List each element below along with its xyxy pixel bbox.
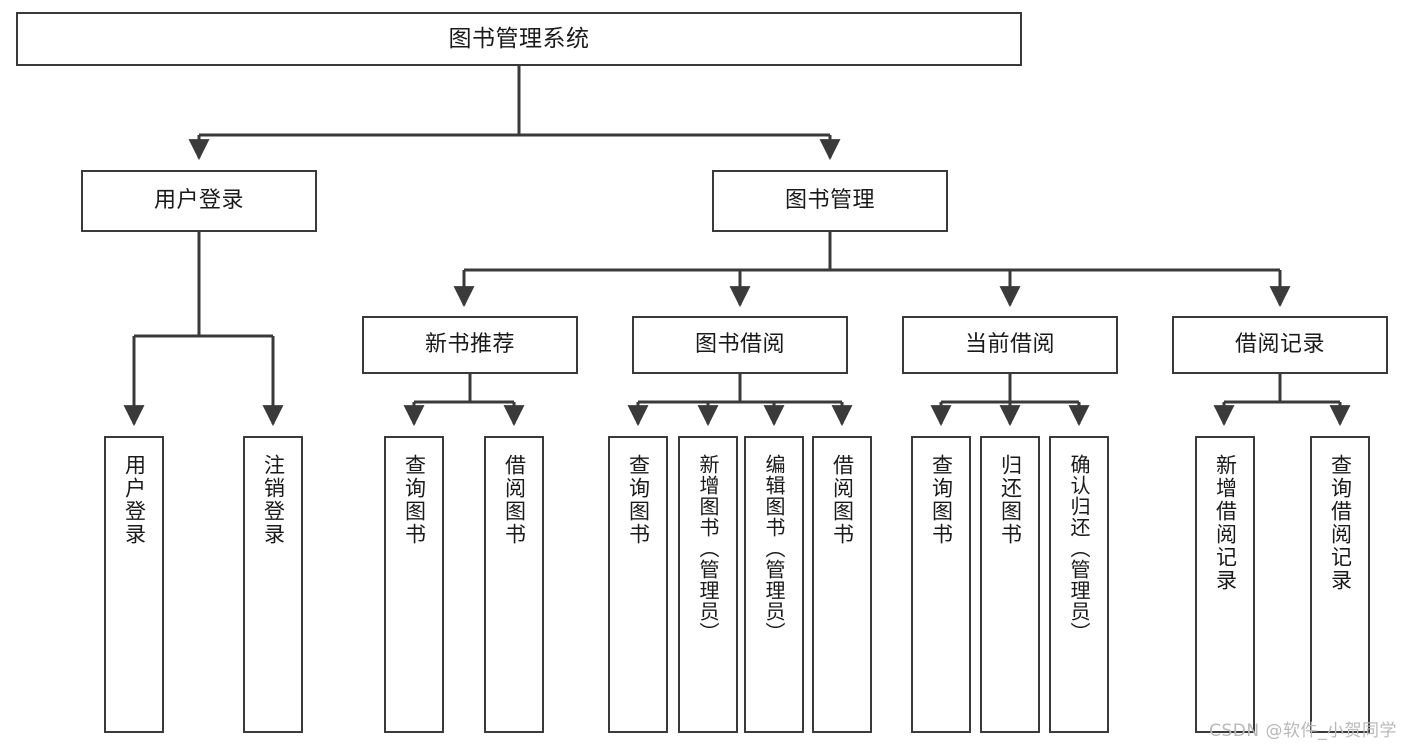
node-leaf-edit-book-admin[interactable]: 编辑图书（管理员）	[744, 436, 804, 733]
node-leaf-query-book-current-label: 查询图书	[929, 454, 954, 546]
node-leaf-user-login-label: 用户登录	[122, 454, 147, 546]
node-current-borrow-label: 当前借阅	[964, 332, 1055, 358]
node-leaf-return-book-label: 归还图书	[998, 454, 1023, 546]
node-leaf-query-book-borrow-label: 查询图书	[626, 454, 651, 546]
node-leaf-query-book-new-label: 查询图书	[402, 454, 427, 546]
node-leaf-add-book-admin-label: 新增图书（管理员）	[696, 454, 720, 643]
node-leaf-borrow-book[interactable]: 借阅图书	[812, 436, 872, 733]
node-book-borrow-label: 图书借阅	[694, 332, 785, 358]
node-leaf-borrow-book-new-label: 借阅图书	[502, 454, 527, 546]
node-book-management[interactable]: 图书管理	[712, 170, 948, 232]
node-leaf-query-book-borrow[interactable]: 查询图书	[608, 436, 668, 733]
node-borrow-records[interactable]: 借阅记录	[1172, 316, 1388, 374]
node-leaf-query-book-new[interactable]: 查询图书	[384, 436, 444, 733]
csdn-watermark: CSDN @软件_小贺同学	[1209, 721, 1397, 741]
node-borrow-records-label: 借阅记录	[1234, 332, 1325, 358]
node-leaf-logout[interactable]: 注销登录	[243, 436, 303, 733]
node-leaf-borrow-book-label: 借阅图书	[830, 454, 855, 546]
node-root[interactable]: 图书管理系统	[16, 12, 1022, 66]
node-leaf-logout-label: 注销登录	[261, 454, 286, 546]
node-user-login-label: 用户登录	[153, 188, 244, 214]
node-current-borrow[interactable]: 当前借阅	[902, 316, 1118, 374]
node-leaf-edit-book-admin-label: 编辑图书（管理员）	[762, 454, 786, 643]
node-leaf-confirm-return-admin-label: 确认归还（管理员）	[1067, 454, 1091, 643]
node-leaf-user-login[interactable]: 用户登录	[104, 436, 164, 733]
node-root-label: 图书管理系统	[448, 25, 590, 52]
node-book-management-label: 图书管理	[784, 188, 875, 214]
node-leaf-return-book[interactable]: 归还图书	[980, 436, 1040, 733]
node-new-book-recommend[interactable]: 新书推荐	[362, 316, 578, 374]
node-leaf-borrow-book-new[interactable]: 借阅图书	[484, 436, 544, 733]
node-leaf-confirm-return-admin[interactable]: 确认归还（管理员）	[1049, 436, 1109, 733]
node-leaf-query-borrow-record-label: 查询借阅记录	[1328, 454, 1353, 592]
node-leaf-add-borrow-record-label: 新增借阅记录	[1213, 454, 1238, 592]
node-leaf-add-borrow-record[interactable]: 新增借阅记录	[1195, 436, 1255, 733]
node-leaf-query-book-current[interactable]: 查询图书	[911, 436, 971, 733]
node-new-book-recommend-label: 新书推荐	[424, 332, 515, 358]
node-leaf-query-borrow-record[interactable]: 查询借阅记录	[1310, 436, 1370, 733]
node-book-borrow[interactable]: 图书借阅	[632, 316, 848, 374]
node-user-login[interactable]: 用户登录	[81, 170, 317, 232]
node-leaf-add-book-admin[interactable]: 新增图书（管理员）	[678, 436, 738, 733]
